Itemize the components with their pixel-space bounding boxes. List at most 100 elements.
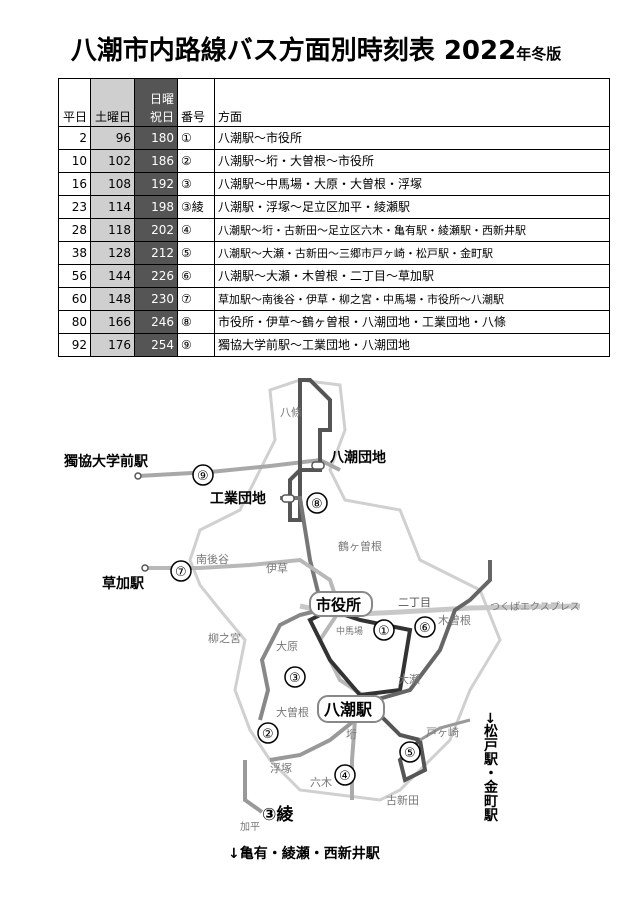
- route-direction: 獨協大学前駅～工業団地・八潮団地: [214, 333, 610, 357]
- saturday-page: 118: [90, 218, 135, 242]
- table-row: 80 166 246 ⑧ 市役所・伊草～鶴ヶ曽根・八潮団地・工業団地・八條: [58, 310, 610, 334]
- route-direction: 八潮駅～大瀬・古新田～三郷市戸ヶ崎・松戸駅・金町駅: [214, 241, 610, 265]
- timetable-body: 2 96 180 ① 八潮駅～市役所 10 102 186 ② 八潮駅～垳・大曽…: [58, 126, 610, 357]
- station-dokkyo-dot: [134, 472, 142, 480]
- svg-text:⑤: ⑤: [404, 746, 416, 761]
- title-main: 八潮市内路線バス方面別時刻表 2022: [70, 36, 517, 66]
- weekday-page: 28: [58, 218, 91, 242]
- label-shiyakusho: 市役所: [316, 596, 361, 614]
- label-kameari: ↓亀有・綾瀬・西新井駅: [228, 845, 381, 862]
- svg-text:⑨: ⑨: [197, 469, 209, 484]
- route-number: ①: [177, 126, 215, 150]
- route-badge-4: ④: [334, 764, 356, 786]
- route-number: ⑧: [177, 310, 215, 334]
- route-direction: 市役所・伊草～鶴ヶ曽根・八潮団地・工業団地・八條: [214, 310, 610, 334]
- holiday-page: 254: [134, 333, 178, 357]
- table-row: 92 176 254 ⑨ 獨協大学前駅～工業団地・八潮団地: [58, 333, 610, 357]
- label-tsurugasone: 鶴ヶ曽根: [338, 539, 382, 553]
- label-soka: 草加駅: [102, 575, 145, 592]
- route-number: ⑨: [177, 333, 215, 357]
- route-direction: 八潮駅～中馬場・大原・大曽根・浮塚: [214, 172, 610, 196]
- saturday-page: 166: [90, 310, 135, 334]
- holiday-page: 202: [134, 218, 178, 242]
- page-title: 八潮市内路線バス方面別時刻表 2022年冬版: [0, 30, 632, 67]
- header-number: 番号: [177, 78, 215, 127]
- stop-yashio-danchi: [311, 461, 325, 470]
- svg-text:⑦: ⑦: [175, 565, 187, 580]
- route-8-line: [288, 378, 332, 522]
- table-row: 16 108 192 ③ 八潮駅～中馬場・大原・大曽根・浮塚: [58, 172, 610, 196]
- route-badge-6: ⑥: [414, 616, 436, 638]
- svg-text:③: ③: [289, 671, 301, 686]
- city-boundary: [188, 378, 502, 802]
- route-number: ⑤: [177, 241, 215, 265]
- label-ukitsuka: 浮塚: [270, 762, 292, 775]
- saturday-page: 96: [90, 126, 135, 150]
- route-map: 八條 鶴ヶ曽根 南後谷 伊草 二丁目 つくばエクスプレス 木曽根 柳之宮 中馬場…: [63, 378, 581, 862]
- route-number: ④: [177, 218, 215, 242]
- holiday-page: 192: [134, 172, 178, 196]
- table-row: 28 118 202 ④ 八潮駅～垳・古新田～足立区六木・亀有駅・綾瀬駅・西新井…: [58, 218, 610, 242]
- table-row: 56 144 226 ⑥ 八潮駅～大瀬・木曽根・二丁目～草加駅: [58, 264, 610, 288]
- svg-text:⑥: ⑥: [419, 621, 431, 636]
- weekday-page: 92: [58, 333, 91, 357]
- label-minamigoya: 南後谷: [196, 552, 229, 566]
- city-hall-box: [309, 591, 373, 617]
- weekday-page: 10: [58, 149, 91, 173]
- route-2-line: [258, 608, 321, 721]
- label-dokkyo: 獨協大学前駅: [63, 453, 149, 470]
- holiday-page: 180: [134, 126, 178, 150]
- weekday-page: 2: [58, 126, 91, 150]
- label-ohara: 大原: [276, 639, 298, 653]
- route-badge-2: ②: [257, 722, 279, 744]
- route-9-line: [137, 457, 341, 478]
- label-nichome: 二丁目: [398, 596, 431, 609]
- label-hachijo: 八條: [280, 405, 302, 419]
- weekday-page: 80: [58, 310, 91, 334]
- label-ose: 大瀬: [398, 672, 420, 686]
- header-direction: 方面: [214, 78, 610, 127]
- header-holiday-line2: 祝日: [149, 110, 174, 124]
- route-badge-1: ①: [373, 619, 395, 641]
- weekday-page: 56: [58, 264, 91, 288]
- timetable-table: 平日 土曜日 日曜 祝日 番号 方面 2 96 180 ① 八潮駅～市役所 10…: [58, 78, 610, 357]
- svg-text:②: ②: [262, 727, 274, 742]
- saturday-page: 144: [90, 264, 135, 288]
- route-direction: 八潮駅・浮塚～足立区加平・綾瀬駅: [214, 195, 610, 219]
- label-yanaginomiya: 柳之宮: [208, 631, 241, 645]
- holiday-page: 186: [134, 149, 178, 173]
- route-number: ⑦: [177, 287, 215, 311]
- saturday-page: 114: [90, 195, 135, 219]
- header-holiday-line1: 日曜: [149, 92, 174, 106]
- table-row: 60 148 230 ⑦ 草加駅～南後谷・伊草・柳之宮・中馬場・市役所～八潮駅: [58, 287, 610, 311]
- label-nakababa: 中馬場: [336, 625, 363, 637]
- route-direction: 八潮駅～大瀬・木曽根・二丁目～草加駅: [214, 264, 610, 288]
- svg-text:④: ④: [339, 769, 351, 784]
- title-suffix: 年冬版: [516, 45, 562, 63]
- svg-text:⑧: ⑧: [311, 497, 323, 512]
- weekday-page: 23: [58, 195, 91, 219]
- saturday-page: 128: [90, 241, 135, 265]
- yashio-station-box: [317, 695, 385, 723]
- route-direction: 八潮駅～市役所: [214, 126, 610, 150]
- route-number: ③綾: [177, 195, 215, 219]
- label-kahei: 加平: [240, 821, 260, 833]
- label-osone: 大曽根: [276, 705, 309, 719]
- route-4-line: [350, 719, 357, 800]
- weekday-page: 38: [58, 241, 91, 265]
- route-badge-3: ③: [284, 666, 306, 688]
- route-direction: 八潮駅～垳・大曽根～市役所: [214, 149, 610, 173]
- table-row: 2 96 180 ① 八潮駅～市役所: [58, 126, 610, 150]
- holiday-page: 246: [134, 310, 178, 334]
- holiday-page: 212: [134, 241, 178, 265]
- timetable-header-row: 平日 土曜日 日曜 祝日 番号 方面: [58, 78, 610, 127]
- label-kogyo-danchi: 工業団地: [210, 490, 266, 507]
- route-5-line: [378, 713, 428, 783]
- holiday-page: 226: [134, 264, 178, 288]
- label-koshinden: 古新田: [386, 793, 419, 807]
- route-6-line: [374, 560, 492, 702]
- weekday-page: 60: [58, 287, 91, 311]
- route-direction: 草加駅～南後谷・伊草・柳之宮・中馬場・市役所～八潮駅: [214, 287, 610, 311]
- header-holiday: 日曜 祝日: [134, 78, 178, 127]
- station-soka-dot: [141, 564, 149, 572]
